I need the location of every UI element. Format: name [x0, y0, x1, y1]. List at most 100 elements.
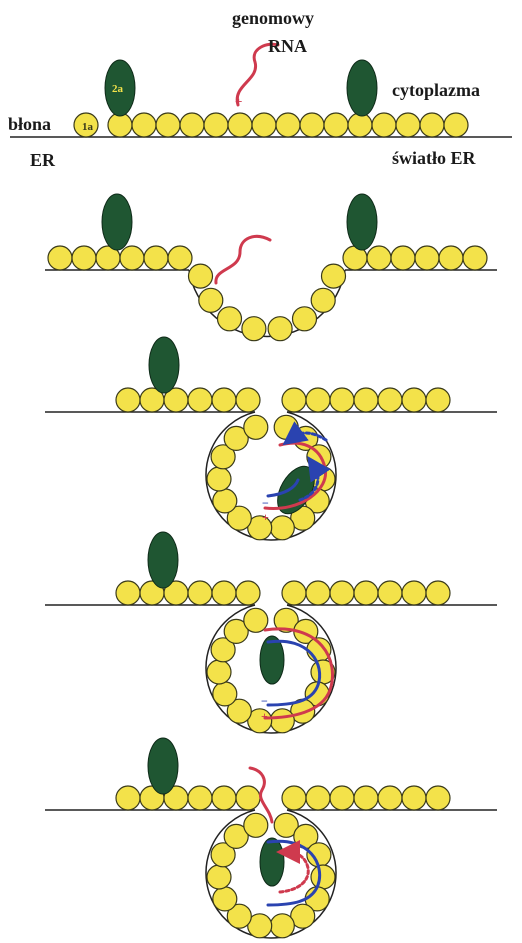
protein-1a-bead	[207, 467, 231, 491]
protein-1a-bead	[415, 246, 439, 270]
protein-1a-bead	[199, 288, 223, 312]
protein-1a-bead	[282, 388, 306, 412]
protein-1a-bead	[116, 786, 140, 810]
protein-1a-bead	[116, 388, 140, 412]
protein-1a-bead	[48, 246, 72, 270]
protein-1a-bead	[213, 489, 237, 513]
protein-1a-bead	[306, 388, 330, 412]
protein-1a-bead	[463, 246, 487, 270]
protein-1a-bead	[244, 608, 268, 632]
minus-sign-p3: −	[262, 496, 269, 510]
protein-1a-bead	[439, 246, 463, 270]
protein-1a-bead	[189, 264, 213, 288]
protein-1a-bead	[168, 246, 192, 270]
protein-1a-bead	[212, 786, 236, 810]
protein-1a-bead	[402, 581, 426, 605]
plus-sign-p4: +	[261, 709, 268, 723]
protein-1a-bead	[354, 388, 378, 412]
protein-1a-bead	[426, 388, 450, 412]
protein-1a-bead	[270, 516, 294, 540]
protein-2a-p5-inner	[260, 838, 284, 886]
membrane-label-line1: błona	[8, 114, 51, 134]
protein-1a-bead	[213, 682, 237, 706]
protein-1a-bead	[293, 307, 317, 331]
protein-1a-bead	[276, 113, 300, 137]
protein-1a-bead	[204, 113, 228, 137]
protein-1a-bead	[402, 786, 426, 810]
protein-1a-bead	[420, 113, 444, 137]
protein-1a-bead	[212, 581, 236, 605]
protein-2a-label: 2a	[112, 83, 124, 95]
membrane-label-line2: ER	[30, 150, 56, 170]
protein-1a-bead	[426, 786, 450, 810]
plus-sign-p3: +	[262, 510, 269, 524]
protein-1a-bead	[330, 581, 354, 605]
protein-1a-bead	[207, 865, 231, 889]
protein-2a-p2-left	[102, 194, 132, 250]
protein-1a-bead	[252, 113, 276, 137]
protein-1a-bead	[132, 113, 156, 137]
protein-1a-label: 1a	[82, 121, 94, 133]
protein-1a-bead	[212, 388, 236, 412]
protein-1a-bead	[270, 914, 294, 938]
protein-1a-bead	[228, 113, 252, 137]
protein-1a-bead	[188, 786, 212, 810]
protein-1a-bead	[426, 581, 450, 605]
protein-1a-bead	[348, 113, 372, 137]
protein-1a-bead	[300, 113, 324, 137]
protein-1a-bead	[268, 317, 292, 341]
protein-1a-bead	[444, 113, 468, 137]
er-lumen-label: światło ER	[392, 148, 477, 168]
protein-1a-bead	[213, 887, 237, 911]
plus-sign-p1: +	[235, 94, 242, 109]
protein-1a-bead	[120, 246, 144, 270]
protein-1a-bead	[270, 709, 294, 733]
protein-1a-bead	[188, 388, 212, 412]
protein-1a-bead	[242, 317, 266, 341]
protein-1a-bead	[378, 388, 402, 412]
protein-1a-bead	[378, 581, 402, 605]
protein-1a-bead	[306, 786, 330, 810]
protein-1a-bead	[144, 246, 168, 270]
protein-2a-p4-inner	[260, 636, 284, 684]
protein-2a-p2-right	[347, 194, 377, 250]
protein-1a-bead	[311, 865, 335, 889]
protein-1a-bead	[156, 113, 180, 137]
protein-1a-bead	[391, 246, 415, 270]
protein-2a-p4	[148, 532, 178, 588]
protein-1a-bead	[207, 660, 231, 684]
protein-2a-p1-right	[347, 60, 377, 116]
protein-1a-bead	[330, 786, 354, 810]
protein-2a-p5	[148, 738, 178, 794]
protein-1a-bead	[330, 388, 354, 412]
protein-1a-bead	[311, 288, 335, 312]
protein-1a-bead	[116, 581, 140, 605]
protein-2a-p3	[149, 337, 179, 393]
protein-1a-bead	[306, 581, 330, 605]
protein-1a-bead	[354, 786, 378, 810]
protein-1a-bead	[244, 813, 268, 837]
protein-1a-bead	[108, 113, 132, 137]
protein-1a-bead	[396, 113, 420, 137]
protein-1a-bead	[236, 388, 260, 412]
genomic-rna-label-line1: genomowy	[232, 8, 314, 28]
protein-1a-bead	[322, 264, 346, 288]
protein-1a-bead	[282, 786, 306, 810]
genomic-rna-label-line2: RNA	[268, 36, 307, 56]
protein-1a-bead	[402, 388, 426, 412]
protein-1a-bead	[372, 113, 396, 137]
cytoplasm-label: cytoplazma	[392, 80, 480, 100]
protein-1a-bead	[244, 415, 268, 439]
protein-1a-bead	[188, 581, 212, 605]
genomic-rna-strand-p2	[216, 236, 270, 283]
protein-1a-bead	[180, 113, 204, 137]
protein-1a-bead	[72, 246, 96, 270]
protein-1a-bead	[367, 246, 391, 270]
protein-1a-bead	[354, 581, 378, 605]
protein-1a-bead	[236, 786, 260, 810]
protein-1a-bead	[378, 786, 402, 810]
minus-sign-p4: −	[261, 694, 268, 708]
protein-1a-bead	[282, 581, 306, 605]
protein-1a-bead	[236, 581, 260, 605]
